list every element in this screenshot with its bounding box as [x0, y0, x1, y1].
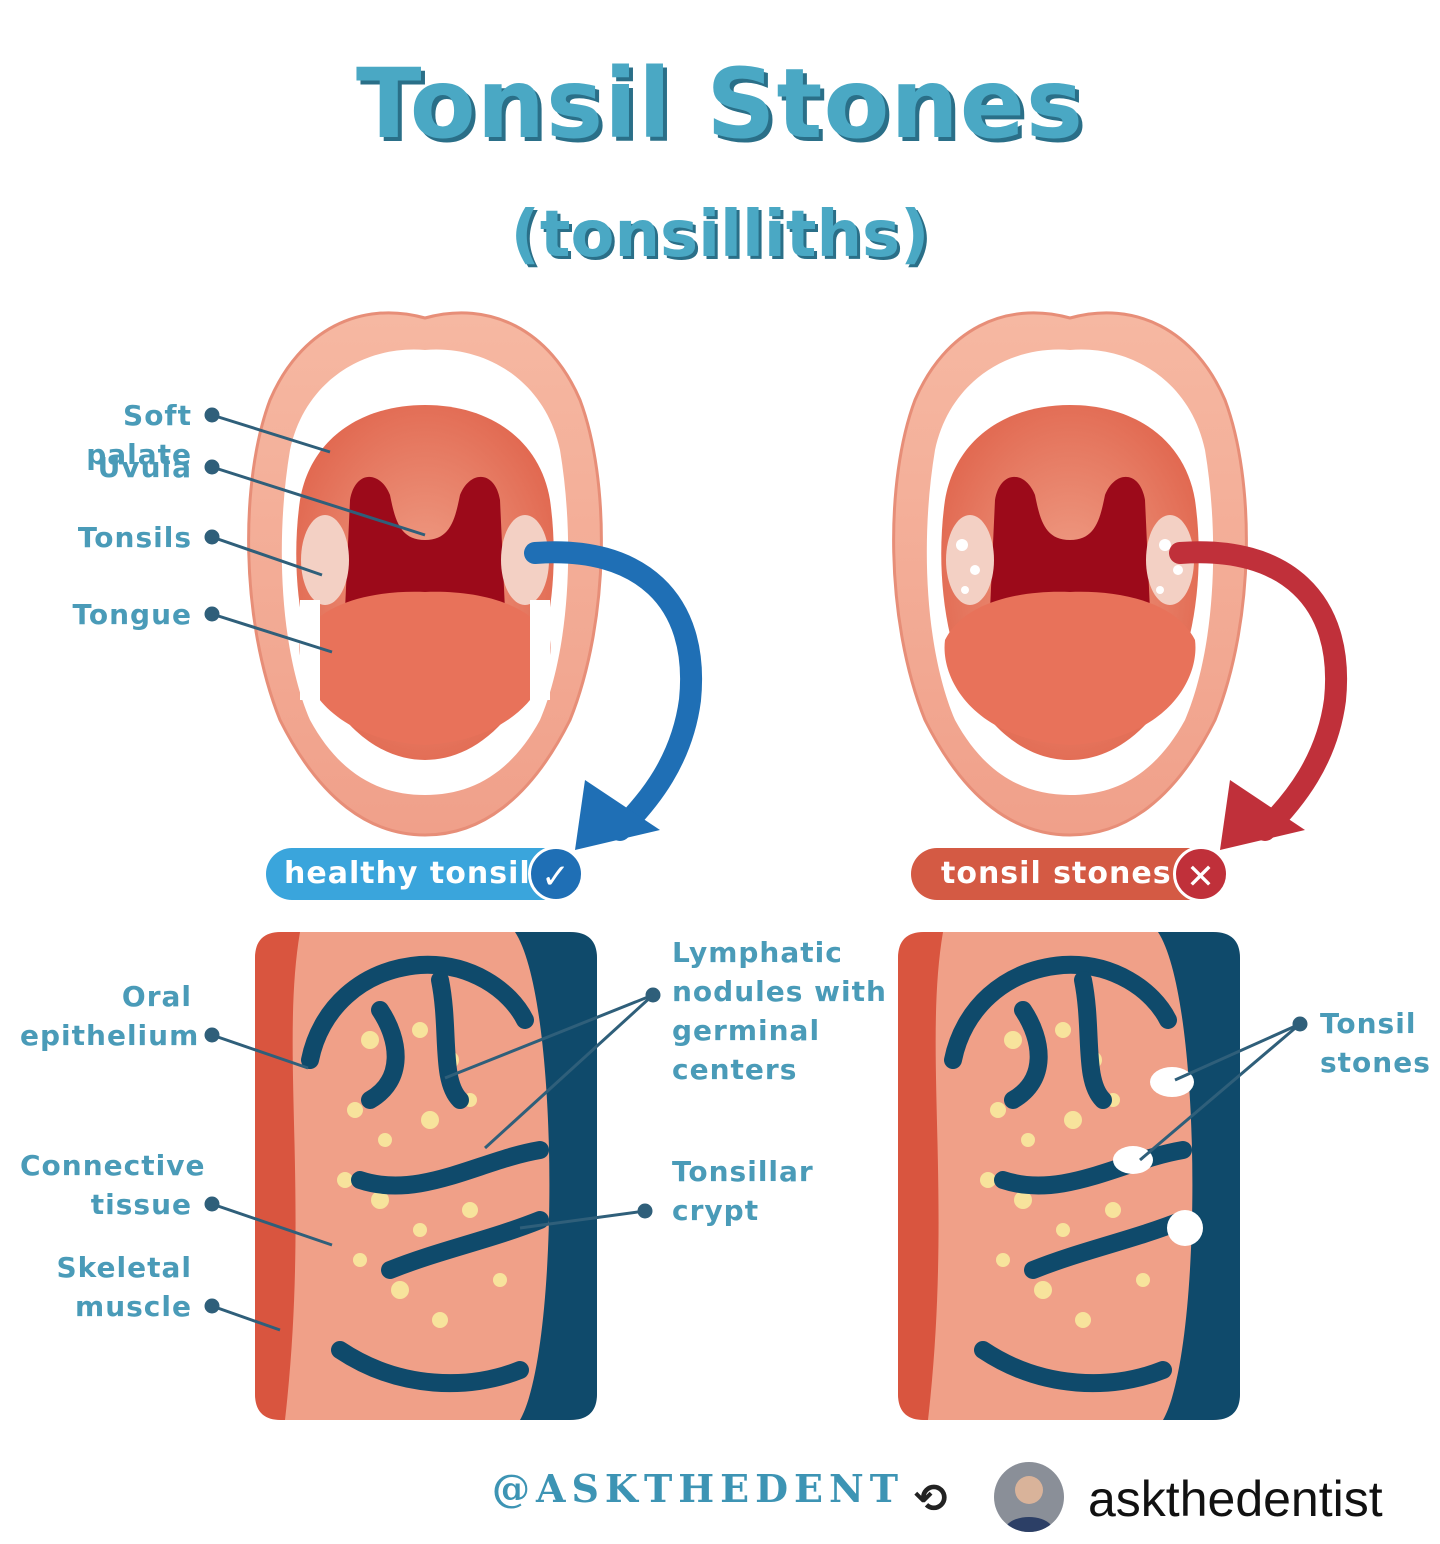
label-lymphatic-nodules: Lymphatic nodules with germinal centers [672, 936, 887, 1086]
stones-tissue [898, 932, 1240, 1420]
healthy-mouth [247, 311, 603, 837]
stones-mouth [892, 311, 1248, 837]
label-skeletal-muscle: Skeletal muscle [56, 1251, 192, 1323]
label-uvula: Uvula [97, 451, 192, 484]
avatar[interactable] [994, 1462, 1064, 1532]
footer-handle: @ASKTHEDENTIST [492, 1466, 900, 1511]
label-soft-palate: Soft palate [86, 399, 192, 471]
label-connective-tissue: Connective tissue [20, 1149, 206, 1221]
tonsil-stone-2 [1113, 1146, 1153, 1174]
tonsil-stone-3 [1167, 1210, 1203, 1246]
tonsil-stones-label: tonsil stones [941, 856, 1172, 891]
label-oral-epithelium: Oral epithelium [20, 980, 200, 1052]
healthy-arrow [524, 541, 703, 841]
label-tonsil-stones: Tonsil stones [1320, 1007, 1431, 1079]
healthy-tonsils-label: healthy tonsils [284, 856, 550, 891]
page-title: Tonsil Stones [356, 48, 1084, 160]
check-icon: ✓ [528, 846, 584, 902]
healthy-tonsils-badge: healthy tonsils ✓ [266, 846, 584, 902]
x-icon: ✕ [1173, 846, 1229, 902]
label-tonsils: Tonsils [77, 521, 192, 554]
stones-arrow [1169, 541, 1348, 841]
tonsil-stones-badge: tonsil stones ✕ [911, 846, 1229, 902]
label-tonsillar-crypt: Tonsillar crypt [672, 1155, 814, 1227]
healthy-tissue [255, 932, 597, 1420]
label-tongue: Tongue [72, 598, 192, 631]
page-subtitle: (tonsilliths) [510, 198, 930, 272]
tonsil-stone-1 [1150, 1067, 1194, 1097]
repost-icon[interactable]: ⟲ [914, 1476, 948, 1522]
username[interactable]: askthedentist [1088, 1471, 1383, 1527]
